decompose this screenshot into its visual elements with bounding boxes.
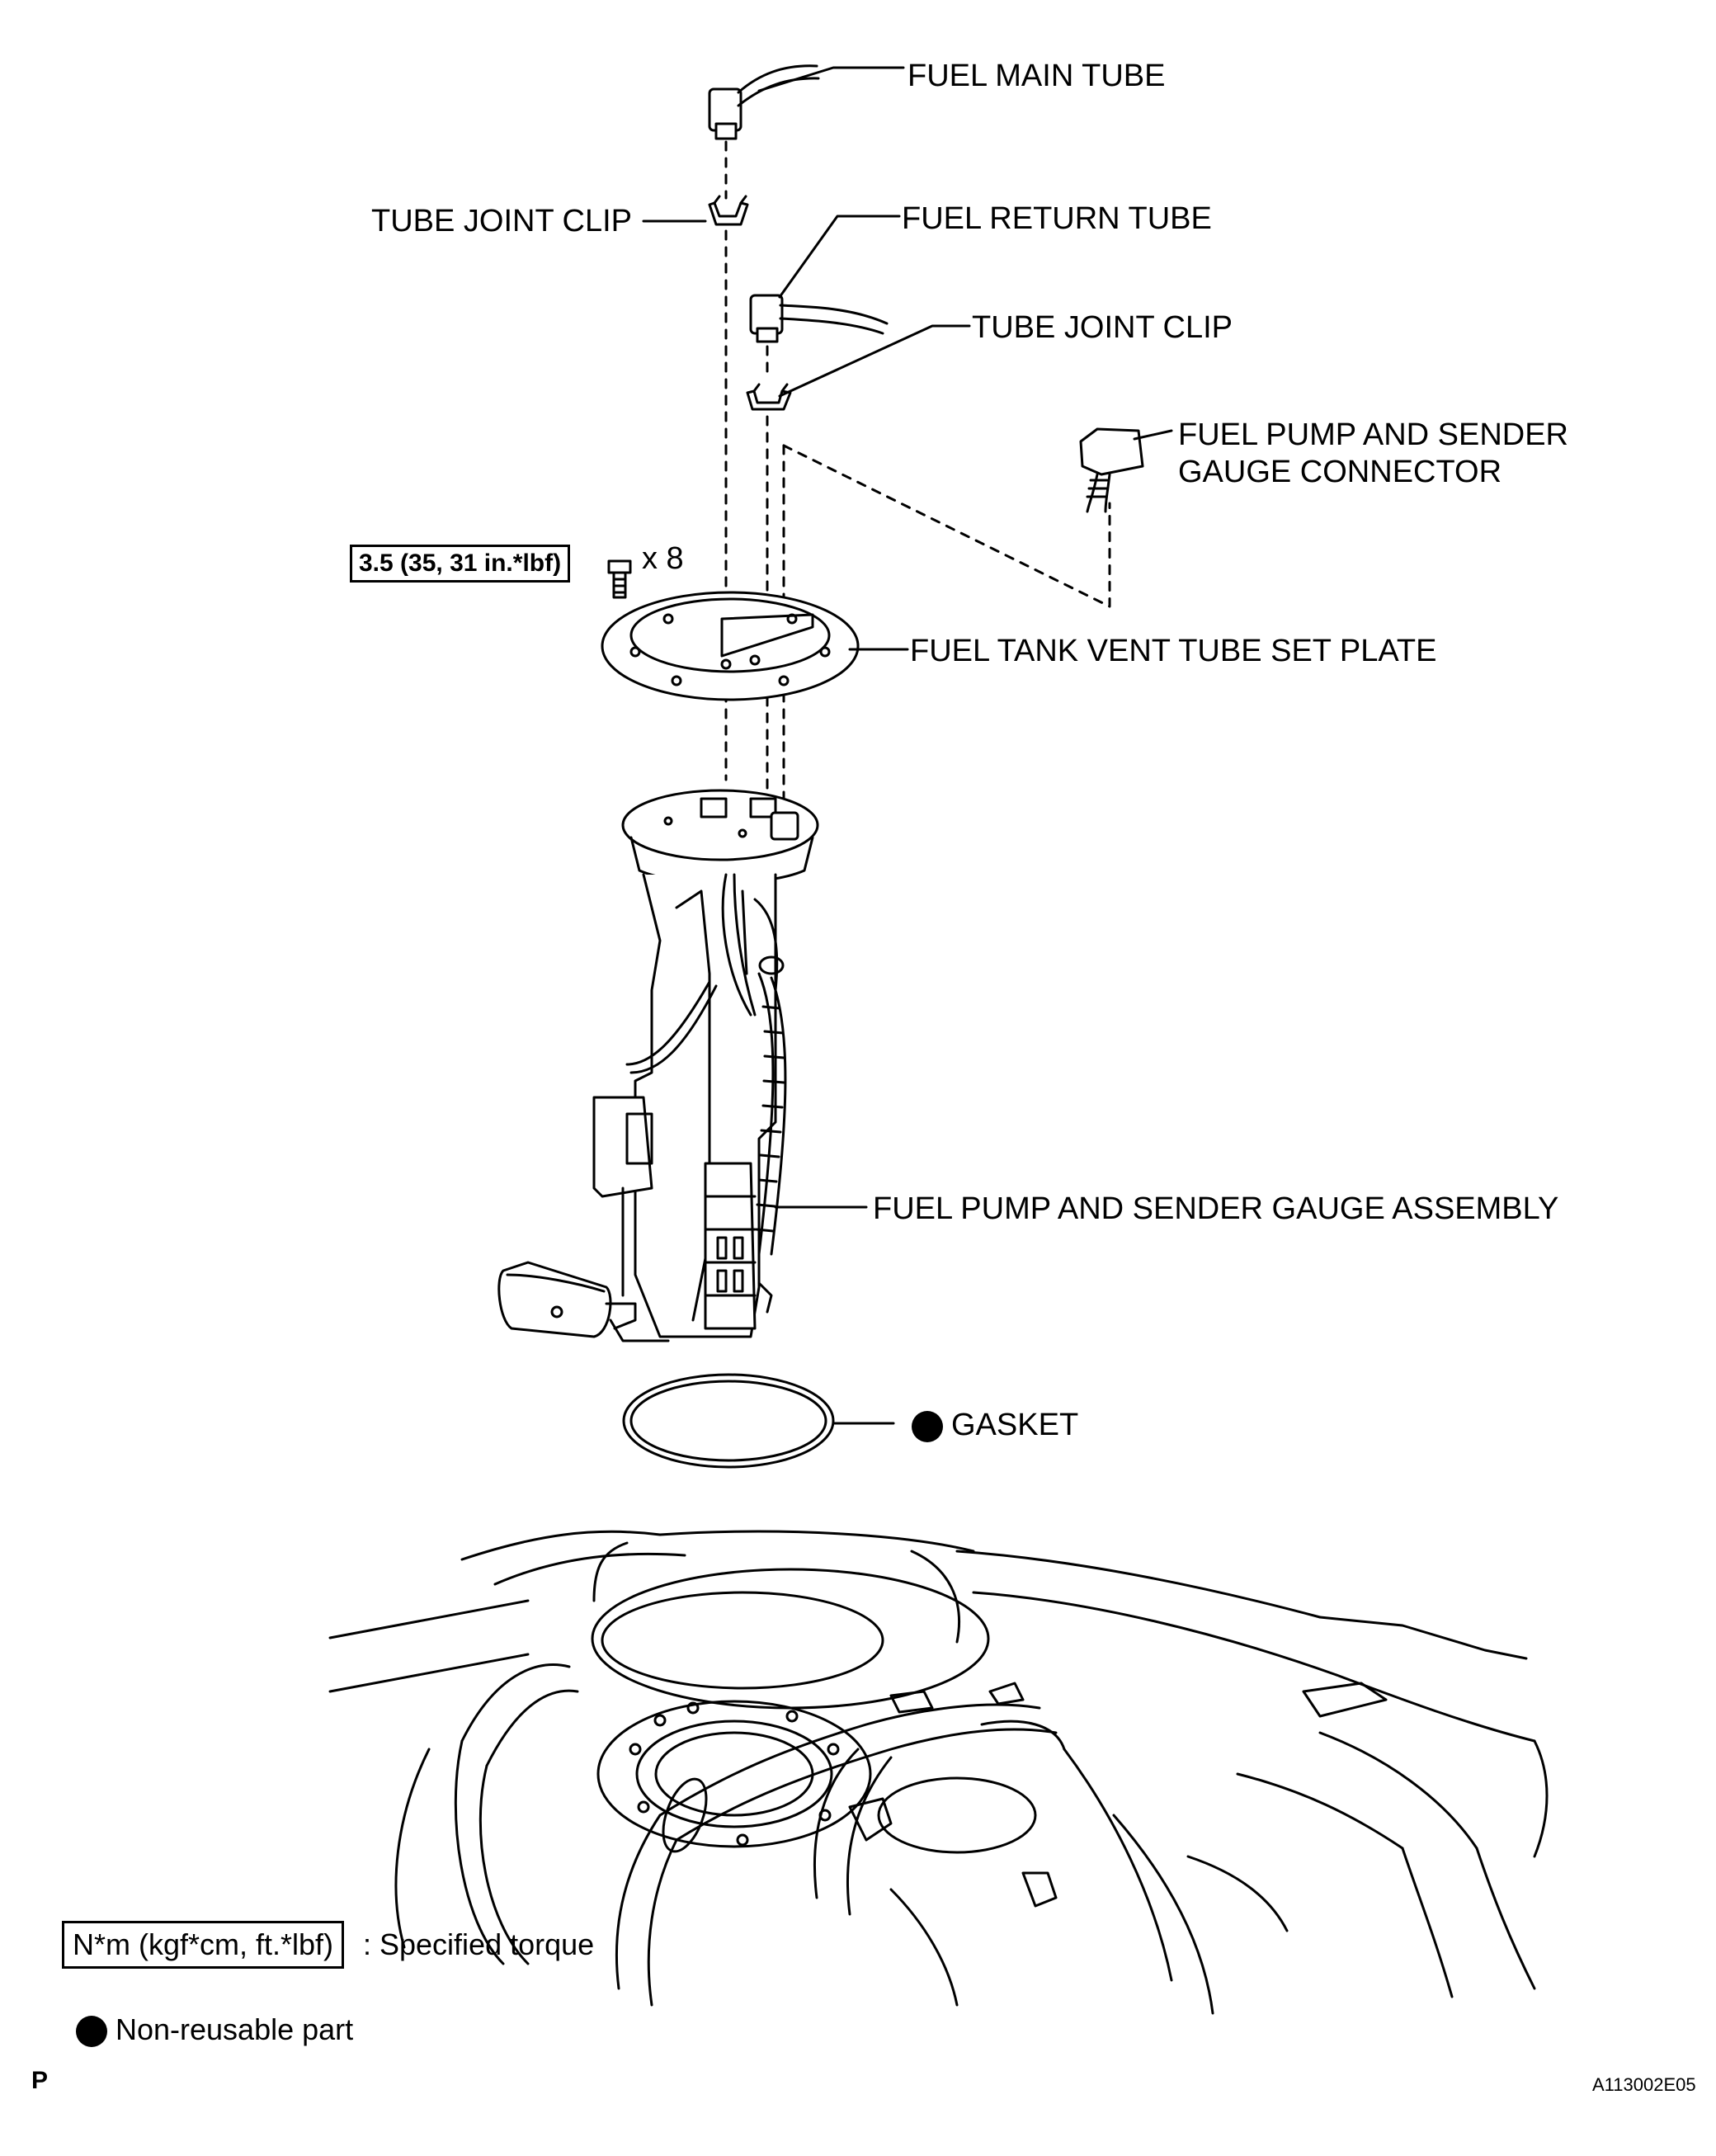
pump-assembly-part — [497, 789, 819, 1342]
leader-fuel-main-tube — [757, 66, 905, 92]
label-tube-joint-clip-1: TUBE JOINT CLIP — [371, 204, 633, 238]
figure-id: A113002E05 — [1592, 2074, 1696, 2095]
leader-tube-joint-clip-2 — [778, 324, 971, 398]
fuel-pump-connector-part — [1079, 427, 1144, 513]
bolt-part — [607, 559, 632, 599]
label-connector-line2: GAUGE CONNECTOR — [1178, 455, 1502, 489]
label-fuel-main-tube: FUEL MAIN TUBE — [908, 59, 1166, 93]
legend-torque-box: N*m (kgf*cm, ft.*lbf) — [62, 1921, 345, 1969]
non-reusable-dot-icon — [912, 1410, 943, 1442]
label-fuel-return-tube: FUEL RETURN TUBE — [902, 201, 1212, 236]
torque-value-box: 3.5 (35, 31 in.*lbf) — [350, 545, 571, 583]
legend-dot-icon — [76, 2016, 107, 2048]
tube-joint-clip-2-part — [746, 383, 792, 411]
leader-fuel-return-tube — [778, 215, 901, 299]
legend-torque-text: : Specified torque — [363, 1927, 595, 1961]
label-pump-assembly: FUEL PUMP AND SENDER GAUGE ASSEMBLY — [873, 1191, 1559, 1226]
fuel-main-tube-part — [708, 64, 820, 140]
dashed-connector-route — [782, 444, 1111, 608]
footer-p-mark: P — [31, 2067, 49, 2094]
label-gasket: GASKET — [951, 1408, 1079, 1442]
tube-joint-clip-1-part — [708, 195, 749, 226]
fuel-return-tube-part — [749, 294, 889, 343]
label-vent-tube-set-plate: FUEL TANK VENT TUBE SET PLATE — [910, 634, 1437, 668]
gasket-part — [622, 1373, 835, 1469]
legend-nonreusable: Non-reusable part — [76, 2012, 353, 2048]
fuel-tank-part — [328, 1530, 1549, 2015]
vent-tube-set-plate-part — [601, 591, 860, 701]
label-connector-line1: FUEL PUMP AND SENDER — [1178, 418, 1568, 452]
label-tube-joint-clip-2: TUBE JOINT CLIP — [972, 310, 1233, 345]
legend-nonreusable-text: Non-reusable part — [116, 2012, 354, 2046]
torque-quantity: x 8 — [642, 541, 684, 576]
label-gasket-row: GASKET — [912, 1407, 1078, 1443]
leader-connector — [1133, 429, 1173, 441]
